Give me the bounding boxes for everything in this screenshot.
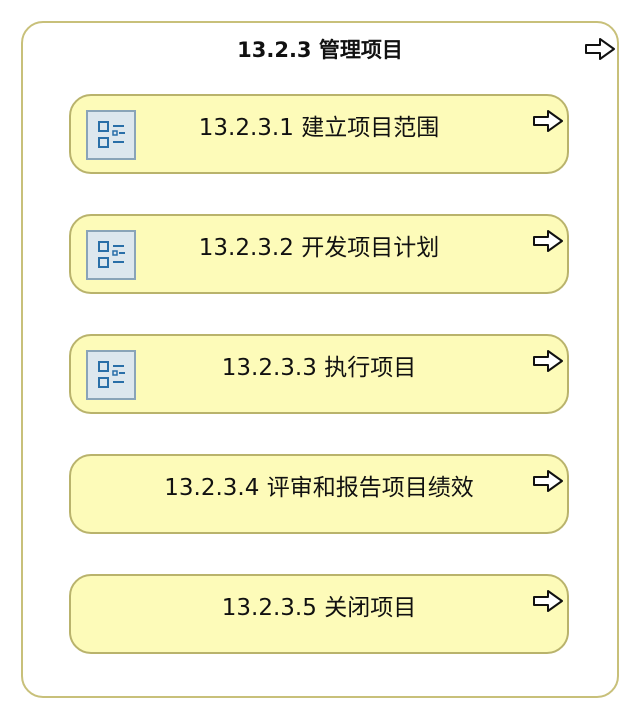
process-box-1[interactable]: 13.2.3.1 建立项目范围 bbox=[69, 94, 569, 174]
process-box-3[interactable]: 13.2.3.3 执行项目 bbox=[69, 334, 569, 414]
process-label: 13.2.3.3 执行项目 bbox=[221, 355, 417, 381]
process-box-5[interactable]: 13.2.3.5 关闭项目 bbox=[69, 574, 569, 654]
process-label: 13.2.3.2 开发项目计划 bbox=[198, 235, 440, 261]
process-label: 13.2.3.4 评审和报告项目绩效 bbox=[164, 475, 474, 501]
right-arrow-icon[interactable] bbox=[532, 109, 564, 133]
right-arrow-icon[interactable] bbox=[532, 469, 564, 493]
process-list-icon bbox=[86, 110, 136, 160]
process-group-container: 13.2.3 管理项目 13.2.3.1 建立项目范围 1 bbox=[21, 21, 619, 698]
right-arrow-icon[interactable] bbox=[532, 589, 564, 613]
right-arrow-icon[interactable] bbox=[584, 37, 616, 61]
process-label: 13.2.3.1 建立项目范围 bbox=[198, 115, 440, 141]
process-box-2[interactable]: 13.2.3.2 开发项目计划 bbox=[69, 214, 569, 294]
group-title: 13.2.3 管理项目 bbox=[237, 38, 403, 62]
process-list-icon bbox=[86, 350, 136, 400]
process-box-4[interactable]: 13.2.3.4 评审和报告项目绩效 bbox=[69, 454, 569, 534]
right-arrow-icon[interactable] bbox=[532, 229, 564, 253]
process-label: 13.2.3.5 关闭项目 bbox=[221, 595, 417, 621]
right-arrow-icon[interactable] bbox=[532, 349, 564, 373]
process-list-icon bbox=[86, 230, 136, 280]
